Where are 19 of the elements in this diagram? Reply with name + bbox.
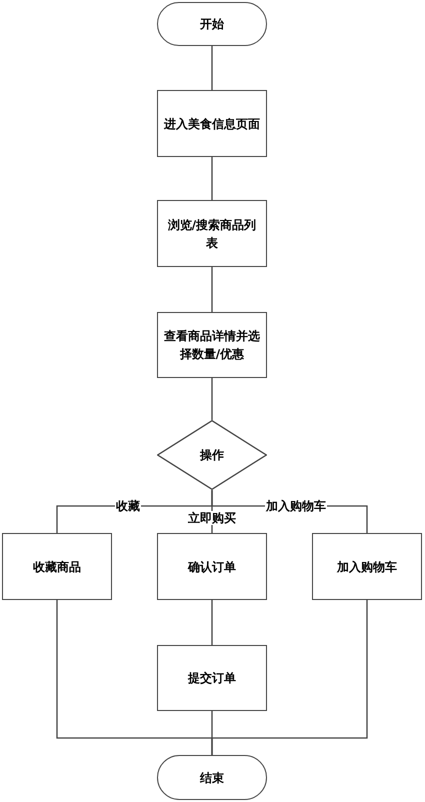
end-terminal: 结束 <box>157 755 267 800</box>
start-terminal: 开始 <box>157 2 267 46</box>
connector-line <box>211 378 213 420</box>
process-box: 进入美食信息页面 <box>157 90 267 157</box>
connector-line <box>211 46 213 90</box>
process-box: 浏览/搜索商品列表 <box>157 200 267 267</box>
process-box: 确认订单 <box>157 533 267 600</box>
process-box: 查看商品详情并选择数量/优惠 <box>157 312 267 378</box>
connector-line <box>211 267 213 312</box>
edge-label: 收藏 <box>115 499 141 513</box>
decision-diamond: 操作 <box>157 420 267 490</box>
connector-line <box>211 600 213 645</box>
connector-line <box>211 600 368 755</box>
connector-line <box>211 157 213 200</box>
edge-label: 加入购物车 <box>265 499 327 513</box>
process-box: 收藏商品 <box>2 533 112 600</box>
edge-label: 立即购买 <box>187 511 237 525</box>
process-box: 加入购物车 <box>312 533 422 600</box>
process-box: 提交订单 <box>157 645 267 711</box>
